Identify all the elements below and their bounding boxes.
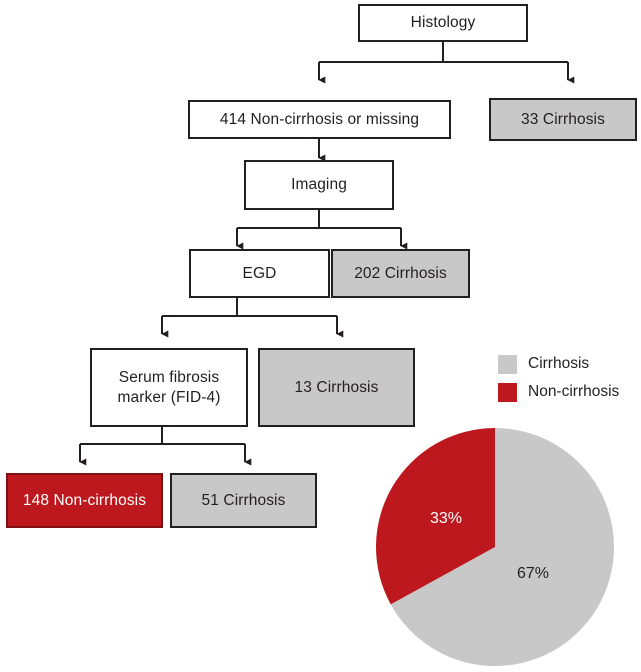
- flow-node-label: Serum fibrosis marker (FID-4): [117, 369, 221, 406]
- legend-swatch-icon: [498, 382, 517, 402]
- flow-node-label: 202 Cirrhosis: [354, 264, 447, 282]
- pie-chart: 67% 33%: [375, 427, 615, 667]
- flow-node-egd[interactable]: EGD: [189, 249, 330, 298]
- flow-node-label: 414 Non-cirrhosis or missing: [219, 110, 420, 128]
- flow-node-cirrhosis-13[interactable]: 13 Cirrhosis: [258, 348, 415, 427]
- flow-node-noncirrhosis-148[interactable]: 148 Non-cirrhosis: [6, 473, 163, 528]
- flow-node-serum-fibrosis-marker[interactable]: Serum fibrosis marker (FID-4): [90, 348, 248, 427]
- flow-node-imaging[interactable]: Imaging: [244, 160, 394, 210]
- legend-item-non-cirrhosis[interactable]: Non-cirrhosis: [498, 378, 638, 406]
- pie-slice-cirrhosis[interactable]: [390, 428, 614, 666]
- flow-node-cirrhosis-51[interactable]: 51 Cirrhosis: [170, 473, 317, 528]
- legend-swatch-icon: [498, 354, 517, 374]
- flow-node-label: 33 Cirrhosis: [521, 110, 605, 128]
- pie-slice-non-cirrhosis[interactable]: [375, 428, 495, 605]
- flow-node-label: Imaging: [291, 176, 347, 194]
- flow-node-label: 13 Cirrhosis: [294, 378, 379, 396]
- flow-node-label: 148 Non-cirrhosis: [22, 491, 147, 509]
- flow-node-label: 51 Cirrhosis: [201, 491, 286, 509]
- pie-slice-label-cirrhosis: 67%: [517, 565, 550, 582]
- flow-node-cirrhosis-33[interactable]: 33 Cirrhosis: [489, 98, 637, 141]
- legend-item-cirrhosis[interactable]: Cirrhosis: [498, 350, 638, 378]
- flow-node-label: Histology: [410, 14, 476, 32]
- flow-node-label: EGD: [242, 264, 277, 282]
- flow-node-noncirrhosis-414[interactable]: 414 Non-cirrhosis or missing: [188, 100, 451, 139]
- flow-node-histology[interactable]: Histology: [358, 4, 528, 42]
- pie-chart-svg: [375, 428, 614, 666]
- flow-node-cirrhosis-202[interactable]: 202 Cirrhosis: [331, 249, 470, 298]
- pie-slice-label-non-cirrhosis: 33%: [430, 510, 463, 527]
- pie-legend: Cirrhosis Non-cirrhosis: [498, 350, 638, 406]
- legend-item-label: Non-cirrhosis: [528, 383, 620, 400]
- legend-item-label: Cirrhosis: [528, 355, 590, 372]
